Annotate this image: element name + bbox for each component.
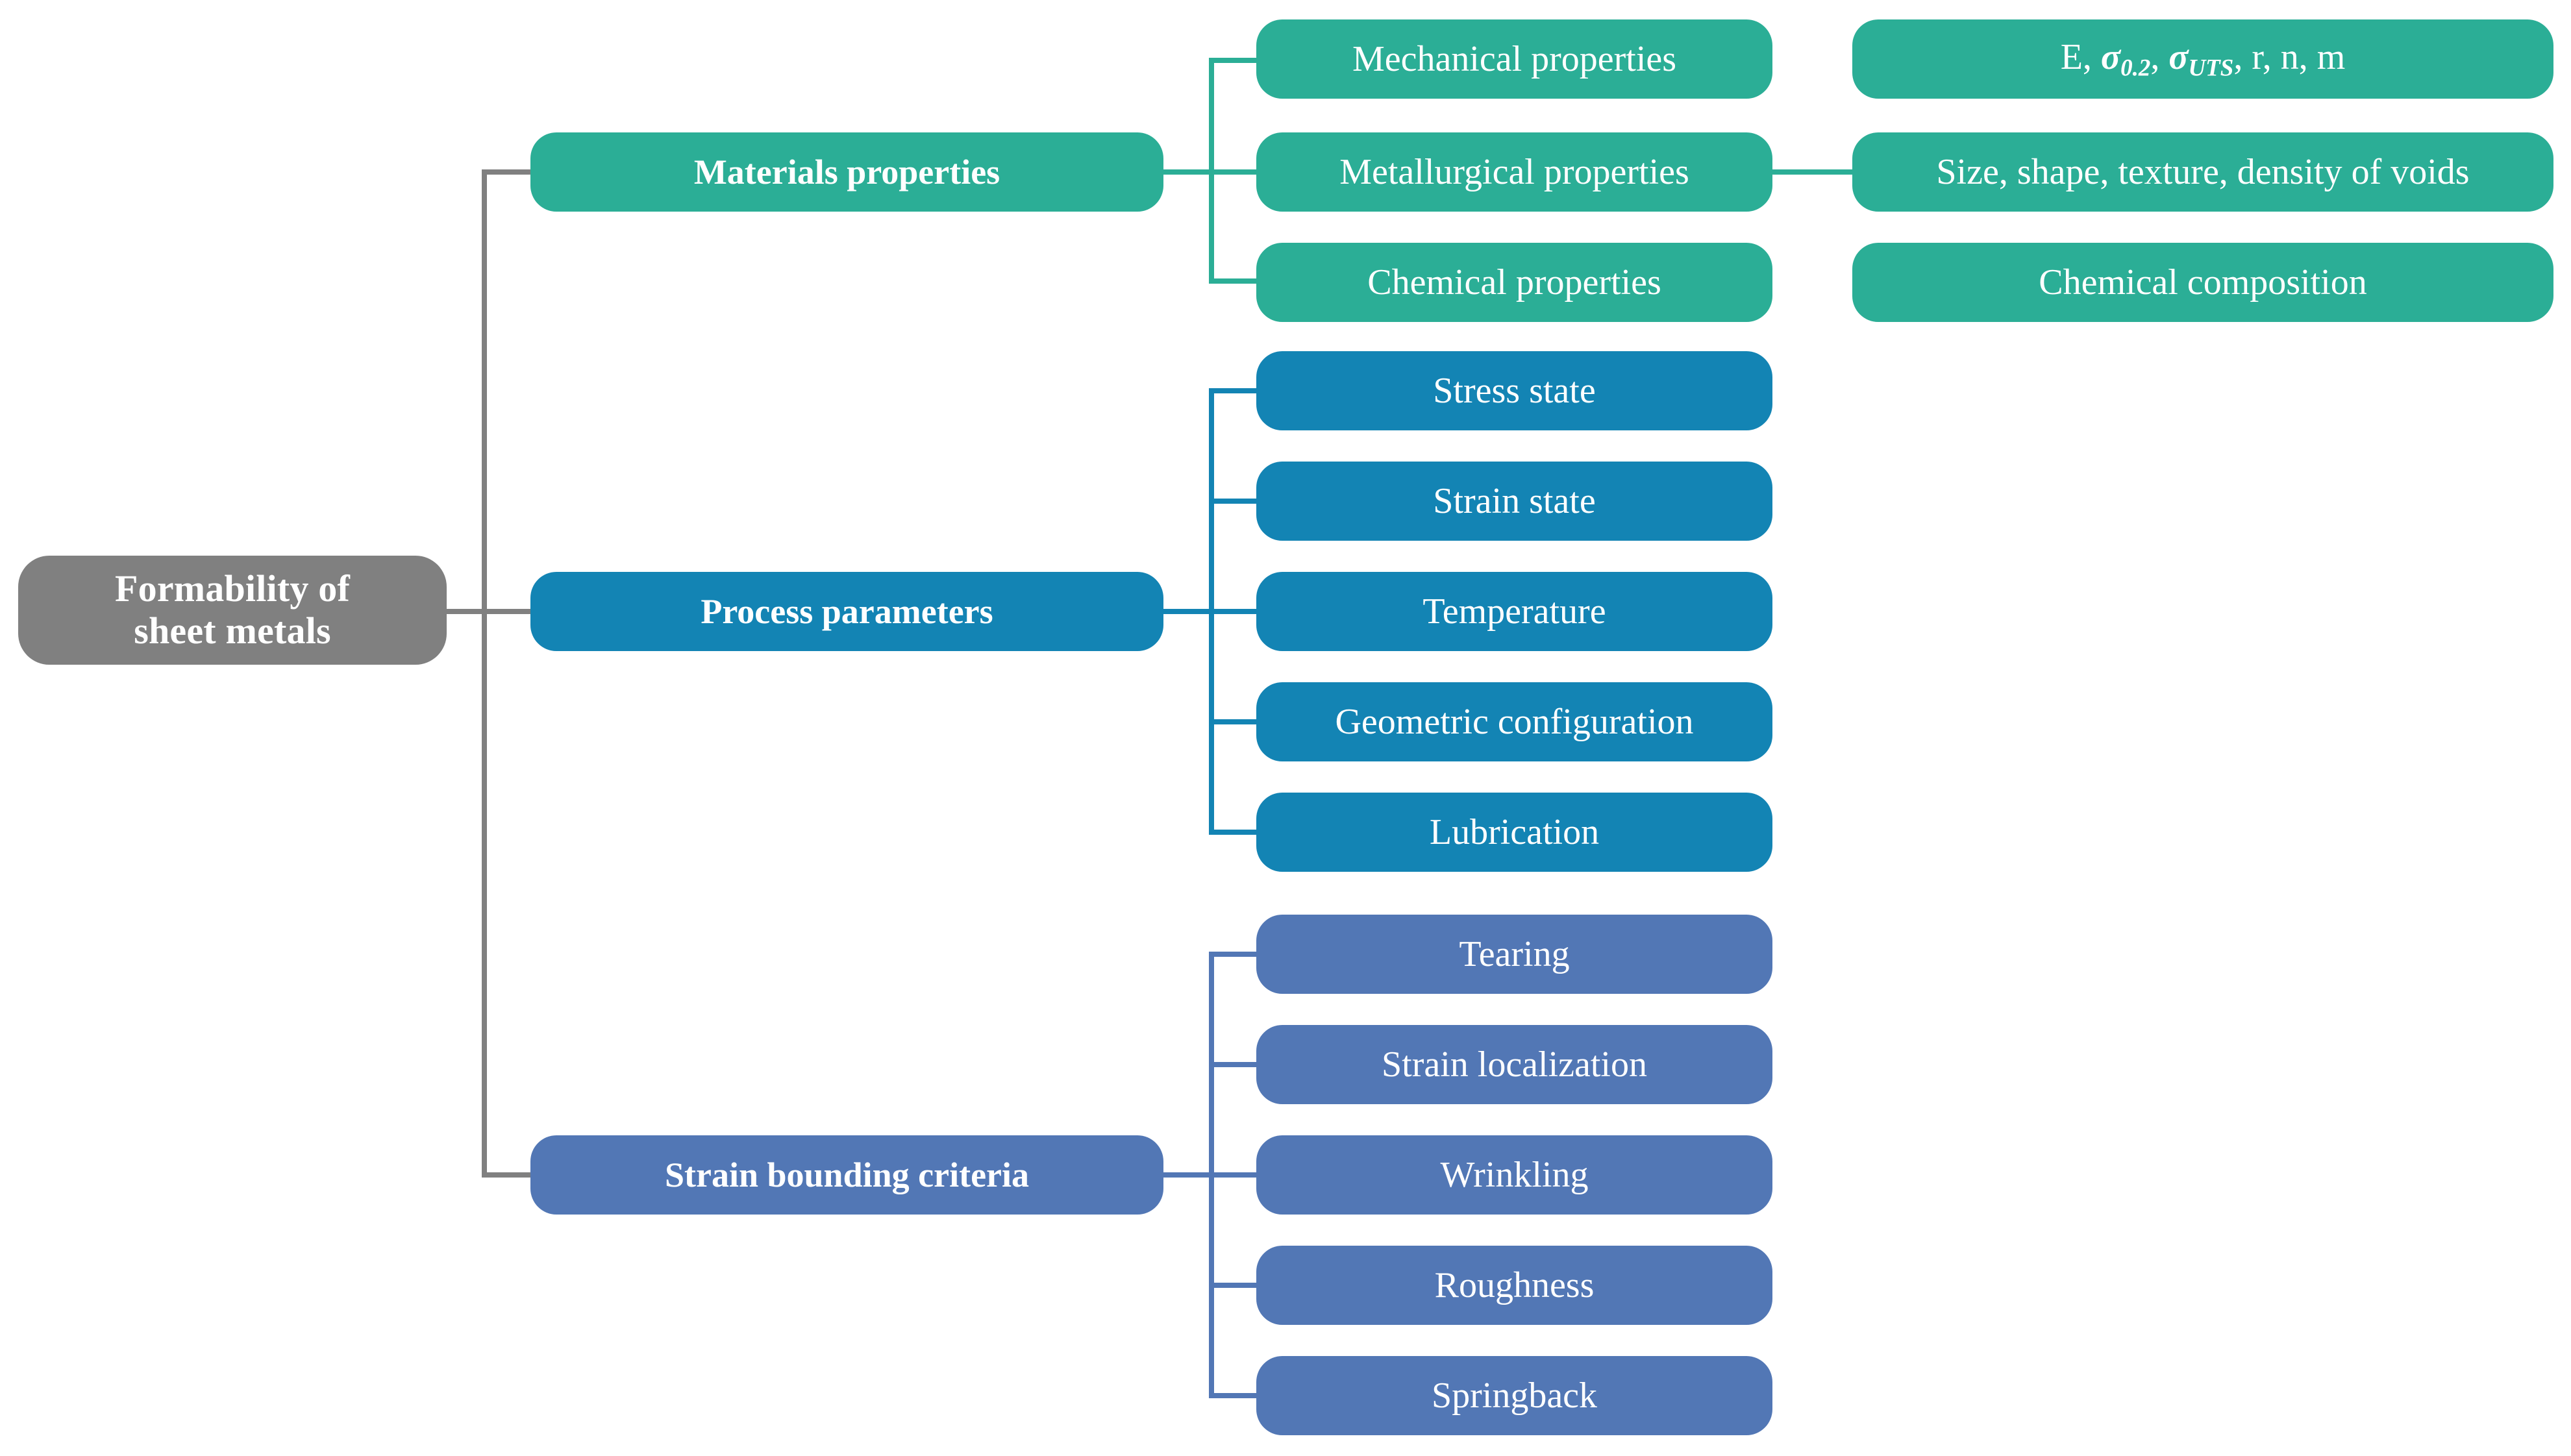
connector-strain-stub	[1162, 1172, 1214, 1178]
leaf-tearing[interactable]: Tearing	[1256, 915, 1772, 994]
leaf-temperature-label: Temperature	[1422, 591, 1606, 632]
leaf-mechanical-properties-label: Mechanical properties	[1352, 38, 1677, 79]
detail-mech-comma-1: ,	[2150, 37, 2169, 78]
connector-trunk-vertical	[482, 169, 487, 1178]
connector-process-to-geometric-configuration	[1209, 719, 1261, 724]
leaf-stress-state[interactable]: Stress state	[1256, 351, 1772, 430]
category-strain-bounding-criteria-label: Strain bounding criteria	[664, 1155, 1030, 1194]
leaf-lubrication-label: Lubrication	[1429, 811, 1600, 852]
leaf-tearing-label: Tearing	[1459, 933, 1570, 974]
detail-mechanical-properties-label: E, σ0.2, σUTS, r, n, m	[2061, 37, 2346, 81]
connector-materials-to-chemical	[1209, 278, 1261, 284]
connector-trunk-to-materials	[482, 169, 540, 175]
root-label-line2: sheet metals	[134, 610, 331, 652]
leaf-chemical-properties[interactable]: Chemical properties	[1256, 243, 1772, 322]
connector-process-to-strain-state	[1209, 499, 1261, 504]
leaf-temperature[interactable]: Temperature	[1256, 572, 1772, 651]
connector-strain-to-roughness	[1209, 1283, 1261, 1288]
detail-mech-sigma-1: σ	[2100, 37, 2121, 78]
root-label-line1: Formability of	[114, 567, 350, 610]
leaf-strain-state[interactable]: Strain state	[1256, 462, 1772, 541]
leaf-geometric-configuration[interactable]: Geometric configuration	[1256, 682, 1772, 761]
connector-materials-stub	[1162, 169, 1214, 175]
detail-mechanical-properties[interactable]: E, σ0.2, σUTS, r, n, m	[1852, 19, 2553, 99]
leaf-wrinkling-label: Wrinkling	[1440, 1154, 1589, 1195]
leaf-stress-state-label: Stress state	[1433, 370, 1596, 411]
leaf-metallurgical-properties-label: Metallurgical properties	[1339, 151, 1689, 192]
detail-mech-tail: , r, n, m	[2233, 37, 2346, 78]
connector-strain-to-tearing	[1209, 952, 1261, 957]
connector-strain-to-strain-localization	[1209, 1062, 1261, 1067]
leaf-springback-label: Springback	[1431, 1375, 1598, 1416]
leaf-strain-state-label: Strain state	[1433, 480, 1596, 521]
category-process-parameters[interactable]: Process parameters	[530, 572, 1163, 651]
connector-process-stub	[1162, 609, 1214, 614]
leaf-chemical-properties-label: Chemical properties	[1367, 262, 1661, 302]
connector-process-to-temperature	[1209, 609, 1261, 614]
detail-metallurgical-properties[interactable]: Size, shape, texture, density of voids	[1852, 132, 2553, 212]
connector-materials-to-metallurgical	[1209, 169, 1261, 175]
leaf-mechanical-properties[interactable]: Mechanical properties	[1256, 19, 1772, 99]
category-materials-properties[interactable]: Materials properties	[530, 132, 1163, 212]
detail-mech-E: E,	[2060, 37, 2101, 78]
connector-strain-to-springback	[1209, 1393, 1261, 1398]
leaf-strain-localization-label: Strain localization	[1382, 1044, 1647, 1085]
leaf-roughness-label: Roughness	[1434, 1265, 1595, 1305]
category-materials-properties-label: Materials properties	[693, 152, 1000, 191]
leaf-roughness[interactable]: Roughness	[1256, 1246, 1772, 1325]
detail-mech-sigma-2: σ	[2168, 37, 2189, 78]
connector-process-to-lubrication	[1209, 830, 1261, 835]
connector-process-to-stress-state	[1209, 388, 1261, 393]
leaf-geometric-configuration-label: Geometric configuration	[1335, 701, 1694, 742]
detail-mech-sub-2: UTS	[2188, 54, 2234, 81]
connector-trunk-to-process	[482, 609, 540, 614]
root-node-formability[interactable]: Formability of sheet metals	[18, 556, 447, 665]
detail-mech-sub-1: 0.2	[2120, 54, 2151, 81]
detail-chemical-properties-label: Chemical composition	[2039, 262, 2367, 302]
detail-chemical-properties[interactable]: Chemical composition	[1852, 243, 2553, 322]
leaf-lubrication[interactable]: Lubrication	[1256, 793, 1772, 872]
leaf-wrinkling[interactable]: Wrinkling	[1256, 1135, 1772, 1215]
connector-metallurgical-to-detail	[1753, 169, 1863, 175]
detail-metallurgical-properties-label: Size, shape, texture, density of voids	[1936, 151, 2470, 192]
connector-materials-to-mechanical	[1209, 58, 1261, 63]
leaf-metallurgical-properties[interactable]: Metallurgical properties	[1256, 132, 1772, 212]
connector-trunk-to-strain	[482, 1172, 540, 1178]
category-process-parameters-label: Process parameters	[701, 591, 993, 631]
leaf-springback[interactable]: Springback	[1256, 1356, 1772, 1435]
leaf-strain-localization[interactable]: Strain localization	[1256, 1025, 1772, 1104]
connector-strain-to-wrinkling	[1209, 1172, 1261, 1178]
category-strain-bounding-criteria[interactable]: Strain bounding criteria	[530, 1135, 1163, 1215]
